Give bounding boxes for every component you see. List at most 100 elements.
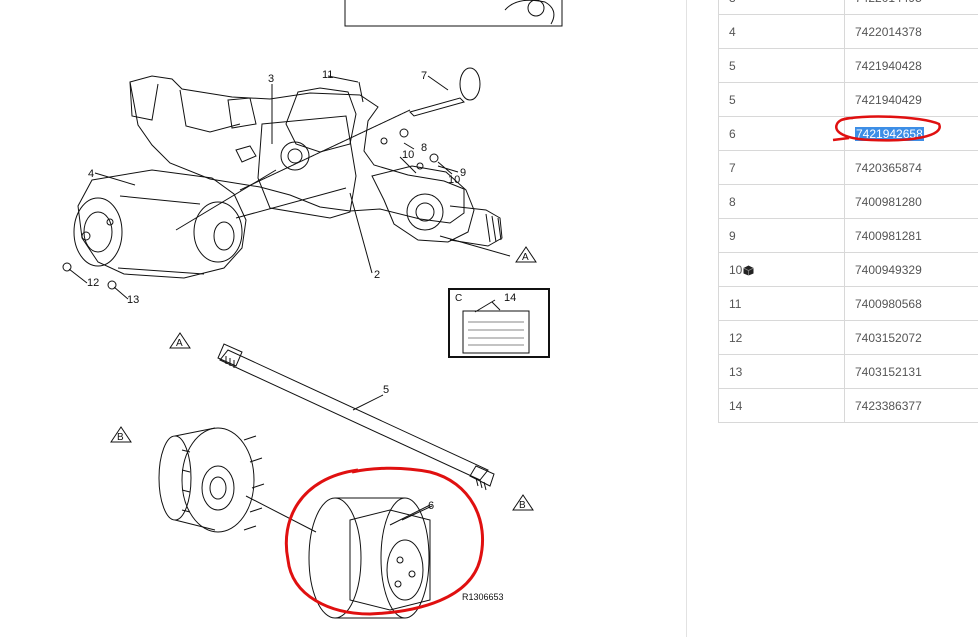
position-cell: 6 [719,117,845,151]
part-number-cell[interactable]: 7422014378 [845,15,978,49]
part-number: 7420365874 [855,161,922,175]
callout-13: 13 [127,294,139,306]
position-number: 7 [729,161,736,175]
callout-2: 2 [374,269,380,281]
bolt-8 [400,129,408,137]
part-number: 7421940429 [855,93,922,107]
callout-7: 7 [421,70,427,82]
position-cell: 5 [719,49,845,83]
differential-carrier [74,170,246,278]
callout-3: 3 [268,73,274,85]
position-number: 9 [729,229,736,243]
part-number: 7422014378 [855,25,922,39]
table-row[interactable]: 12 7403152072 [719,321,978,355]
position-number: 13 [729,365,742,379]
position-number: 5 [729,59,736,73]
part-number-cell[interactable]: 7421942658 [845,117,978,151]
pane-divider [686,0,687,637]
washer-10b [417,163,423,169]
table-row[interactable]: 10 7400949329 [719,253,978,287]
id-plate-14 [463,311,529,353]
position-cell: 10 [719,253,845,287]
position-number: 10 [729,263,742,277]
part-number: 7403152131 [855,365,922,379]
selected-part-number[interactable]: 7421942658 [855,127,924,141]
marker-label-c: C [455,293,462,304]
box-icon[interactable] [743,265,754,276]
part-number-cell[interactable]: 7422014495 [845,0,978,15]
position-cell: 11 [719,287,845,321]
table-row[interactable]: 5 7421940428 [719,49,978,83]
position-number: 11 [729,297,741,311]
part-number: 7422014495 [855,0,922,5]
part-number-cell[interactable]: 7403152131 [845,355,978,389]
table-row[interactable]: 4 7422014378 [719,15,978,49]
axle-shaft-5 [218,344,494,490]
part-number: 7423386377 [855,399,922,413]
table-row[interactable]: 8 7400981280 [719,185,978,219]
detail-box-c [449,289,549,357]
position-number: 3 [729,0,736,5]
part-number-cell[interactable]: 7423386377 [845,389,978,423]
position-number: 4 [729,25,736,39]
table-row[interactable]: 13 7403152131 [719,355,978,389]
table-row[interactable]: 11 7400980568 [719,287,978,321]
breather-11 [359,82,363,102]
parts-table: 3 7422014495 4 7422014378 5 7421940428 5 742194… [718,0,978,423]
part-number-cell[interactable]: 7403152072 [845,321,978,355]
part-number-cell[interactable]: 7421940429 [845,83,978,117]
position-number: 6 [729,127,736,141]
marker-label-b-left: B [117,432,124,443]
table-row[interactable]: 7 7420365874 [719,151,978,185]
part-number: 7403152072 [855,331,922,345]
part-number: 7400981281 [855,229,922,243]
stud-7 [410,98,464,116]
part-number-cell[interactable]: 7400981280 [845,185,978,219]
position-cell: 7 [719,151,845,185]
position-cell: 13 [719,355,845,389]
position-number: 14 [729,399,742,413]
position-number: 12 [729,331,742,345]
position-cell: 3 [719,0,845,15]
parts-list-pane: 3 7422014495 4 7422014378 5 7421940428 5 742194… [718,0,978,637]
callout-4: 4 [88,168,94,180]
callout-10b: 10 [448,174,460,186]
table-row[interactable]: 5 7421940429 [719,83,978,117]
position-cell: 8 [719,185,845,219]
position-cell: 14 [719,389,845,423]
callout-8: 8 [421,142,427,154]
marker-label-b-right: B [519,500,526,511]
selected-part-number-wrap[interactable]: 7421942658 [855,127,924,141]
part-number-cell[interactable]: 7400981281 [845,219,978,253]
table-row[interactable]: 9 7400981281 [719,219,978,253]
callout-9: 9 [460,167,466,179]
red-circle-annotation [286,468,482,614]
part-number: 7400949329 [855,263,922,277]
marker-label-a-left: A [176,338,183,349]
figure-id: R1306653 [462,592,504,602]
position-cell: 12 [719,321,845,355]
position-cell: 4 [719,15,845,49]
part-number-cell[interactable]: 7400949329 [845,253,978,287]
part-number-cell[interactable]: 7400980568 [845,287,978,321]
nut-9 [430,154,438,162]
exploded-diagram: 2 3 4 5 6 7 8 9 10 10 11 12 13 14 A A B … [0,0,686,637]
flange-7 [460,68,480,100]
part-number: 7400980568 [855,297,922,311]
marker-label-a-top: A [522,252,529,263]
table-row[interactable]: 6 7421942658 [719,117,978,151]
table-row[interactable]: 3 7422014495 [719,0,978,15]
part-number: 7421940428 [855,59,922,73]
position-cell: 5 [719,83,845,117]
position-cell: 9 [719,219,845,253]
position-number: 8 [729,195,736,209]
callout-12: 12 [87,277,99,289]
part-number-cell[interactable]: 7420365874 [845,151,978,185]
callout-6: 6 [428,500,434,512]
table-row[interactable]: 14 7423386377 [719,389,978,423]
part-number: 7400981280 [855,195,922,209]
part-number-cell[interactable]: 7421940428 [845,49,978,83]
hub-reduction-6 [309,498,432,618]
callout-5: 5 [383,384,389,396]
washer-10a [381,138,387,144]
